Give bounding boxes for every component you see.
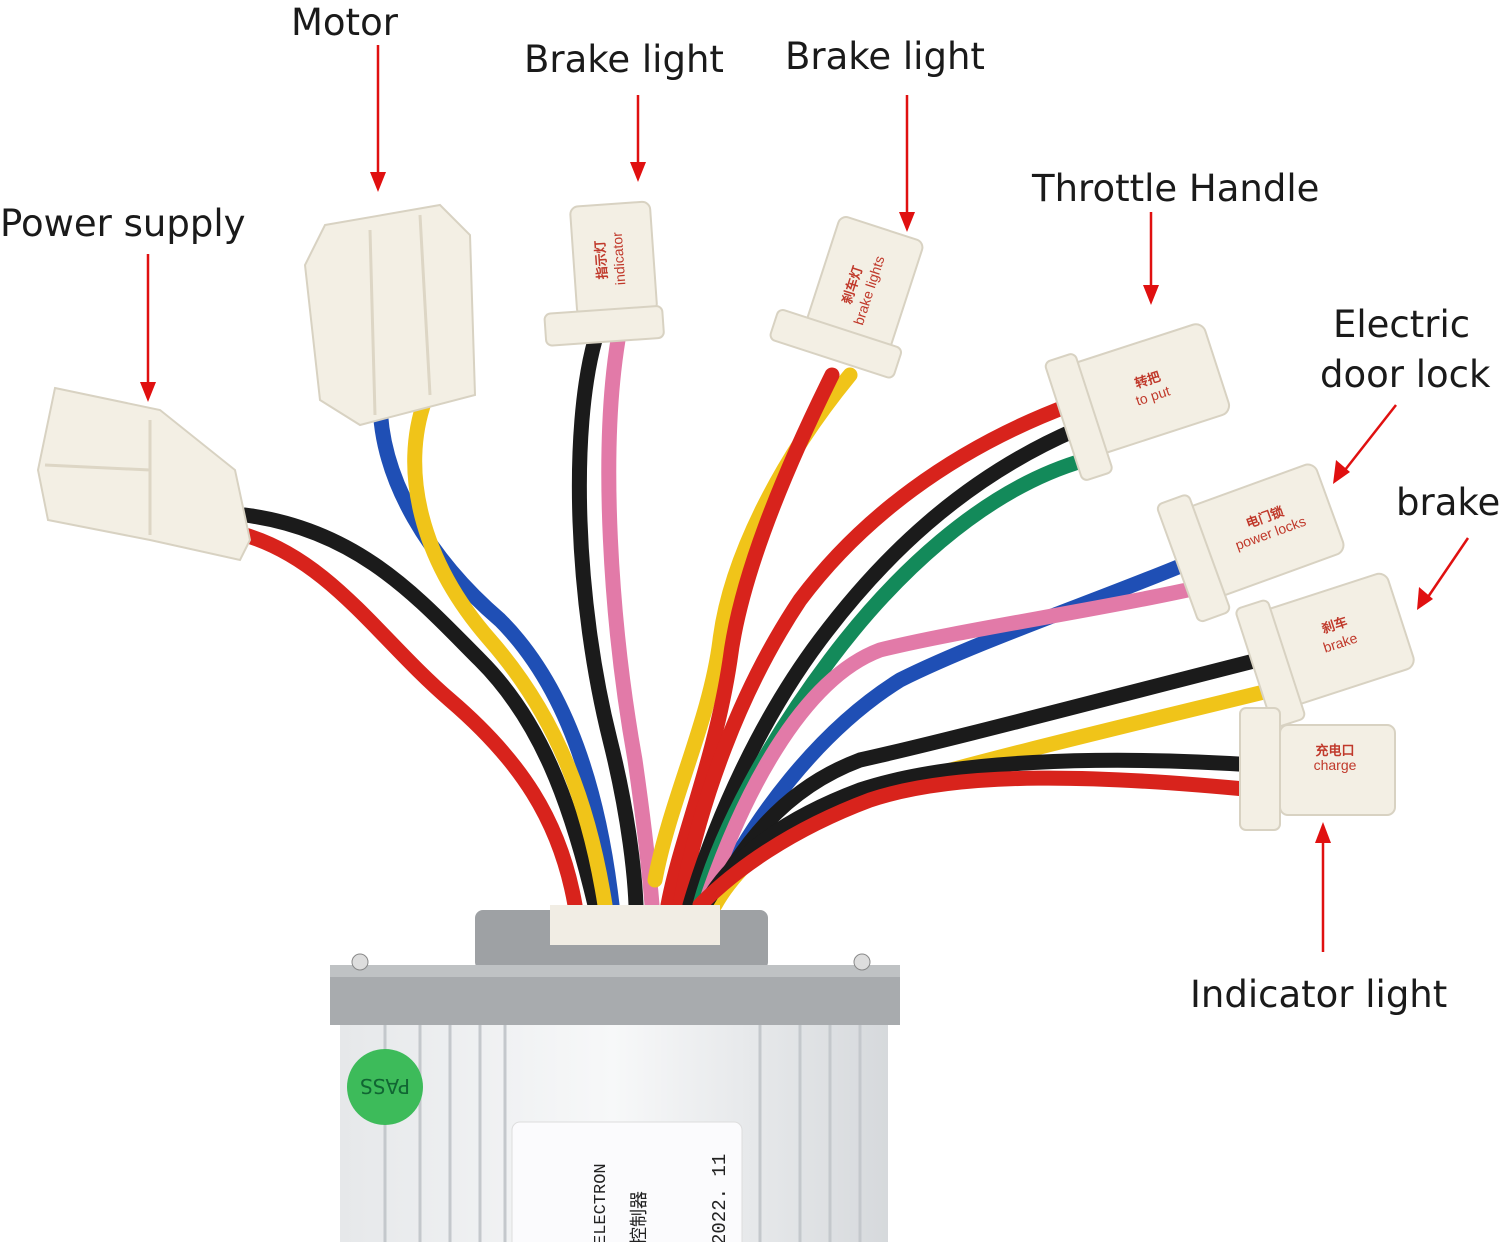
label-power-supply: Power supply — [0, 202, 246, 245]
arrow-diagonal-icon — [1417, 587, 1433, 610]
brake-lights-connector: 刹车灯 brake lights — [769, 216, 924, 379]
arrow-down-icon — [370, 172, 386, 192]
arrow-down-icon — [1143, 285, 1159, 305]
label-brand: ELECTRON — [592, 1163, 611, 1242]
motor-yellow-wire — [407, 392, 613, 913]
arrow-up-icon — [1315, 822, 1331, 843]
throttle-tag-cn: 转把 — [1133, 369, 1163, 392]
lock-pink-wire — [697, 577, 1218, 913]
label-indicator-light: Indicator light — [1190, 973, 1447, 1016]
power-locks-connector: 电门锁 power locks — [1156, 463, 1345, 623]
throttle-red-wire — [672, 397, 1078, 913]
power-black-wire — [237, 507, 603, 913]
label-date: 2022. 11 — [709, 1154, 731, 1242]
charge-connector: 充电口 charge — [1239, 707, 1396, 831]
pass-sticker-text: PASS — [360, 1074, 410, 1098]
label-electric-door-lock-1: Electric — [1333, 303, 1470, 346]
arrow-down-icon — [630, 162, 646, 182]
brake-tag-cn: 刹车 — [1320, 614, 1350, 637]
label-brake-light-2: Brake light — [785, 35, 985, 78]
controller-label-sticker — [511, 1121, 743, 1242]
label-throttle-handle: Throttle Handle — [1031, 167, 1319, 210]
arrow-down-icon — [140, 382, 156, 402]
label-brake: brake — [1396, 481, 1500, 524]
motor-connector — [303, 203, 477, 427]
motor-blue-wire — [372, 392, 620, 913]
arrow-down-icon — [899, 212, 915, 232]
brakelight-red-wire — [660, 367, 840, 913]
power-red-wire — [237, 527, 583, 913]
power-supply-connector — [36, 386, 252, 562]
indicator-tag-cn: 指示灯 — [592, 240, 611, 280]
label-cn: 控制器 — [629, 1191, 650, 1242]
throttle-connector: 转把 to put — [1044, 323, 1231, 481]
charge-red-wire — [692, 770, 1263, 913]
label-brake-light-1: Brake light — [524, 38, 724, 81]
controller-box: PASS ELECTRON 控制器 2022. 11 — [330, 905, 900, 1242]
indicator-tag-en: indicator — [609, 231, 629, 285]
callouts: Power supply Motor Brake light Brake lig… — [0, 1, 1500, 1016]
charge-tag-cn: 充电口 — [1315, 743, 1354, 759]
charge-black-wire — [697, 752, 1263, 913]
indicator-black-wire — [571, 332, 644, 913]
indicator-pink-wire — [601, 332, 660, 913]
pass-sticker — [347, 1049, 423, 1125]
label-electric-door-lock-2: door lock — [1320, 353, 1491, 396]
charge-tag-en: charge — [1314, 757, 1357, 773]
brake-connector: 刹车 brake — [1235, 572, 1415, 728]
indicator-connector: 指示灯 indicator — [543, 200, 665, 347]
arrow-diagonal-icon — [1333, 460, 1350, 484]
label-motor: Motor — [291, 1, 399, 44]
wires — [237, 332, 1280, 913]
throttle-black-wire — [682, 422, 1083, 913]
